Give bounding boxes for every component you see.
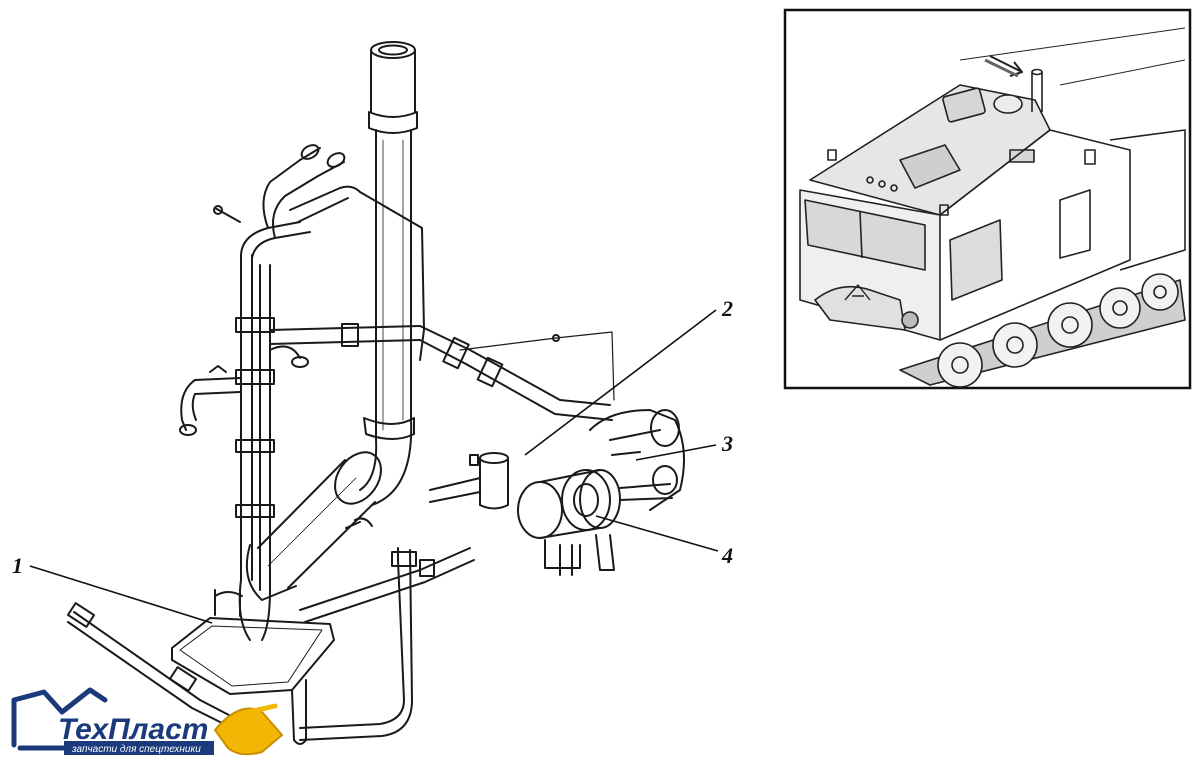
- lower-return-pipe: [299, 547, 475, 741]
- exhaust-stack: [359, 41, 418, 506]
- top-inlet-pipes: [213, 144, 425, 361]
- base-trough: [171, 589, 335, 745]
- preheater-unit: [345, 409, 685, 576]
- logo-tagline-bar: [64, 741, 214, 755]
- brand-logo: ТехПласт запчасти для спецтехники: [11, 687, 284, 756]
- logo-tagline: запчасти для спецтехники: [71, 744, 201, 755]
- callout-leaders: [29, 309, 719, 624]
- leader-line-3: [635, 444, 717, 461]
- callout-labels: 1 2 3 4: [12, 296, 733, 578]
- leader-line-2: [524, 309, 717, 456]
- vehicle-inset: [783, 8, 1192, 390]
- diagonal-exhaust-pipe: [246, 451, 382, 601]
- callout-3: 3: [721, 431, 733, 456]
- callout-1: 1: [12, 553, 23, 578]
- callout-4: 4: [721, 543, 733, 568]
- excavator-logo-icon: [11, 687, 284, 756]
- logo-brand-text: ТехПласт: [58, 713, 208, 746]
- left-branch-pipe: [179, 345, 309, 436]
- exhaust-pipe-assembly-illustration: [66, 41, 685, 745]
- tracked-vehicle-inset-illustration: [799, 27, 1186, 388]
- leader-line-4: [595, 515, 719, 552]
- mid-horizontal-pipe: [269, 323, 615, 421]
- leader-line-1: [29, 565, 213, 624]
- callout-2: 2: [721, 296, 733, 321]
